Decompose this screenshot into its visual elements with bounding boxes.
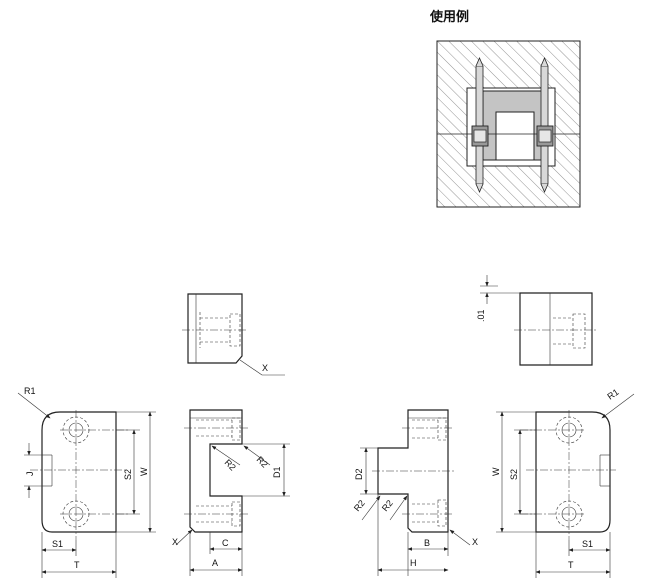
label-r2-b: R2 xyxy=(255,454,270,469)
label-t-left: T xyxy=(74,560,80,570)
label-s2-left: S2 xyxy=(123,469,133,480)
label-r1-left: R1 xyxy=(24,386,36,396)
label-s1-right: S1 xyxy=(582,539,593,549)
label-t-right: T xyxy=(568,560,574,570)
label-x-center-right: X xyxy=(472,537,478,547)
label-d1: D1 xyxy=(272,466,282,478)
label-x: X xyxy=(262,363,268,373)
front-view-left: R1 J S2 W S1 T xyxy=(17,386,156,578)
label-r2-a: R2 xyxy=(223,457,238,472)
label-tolerance: .01 xyxy=(476,309,486,322)
label-r1-right: R1 xyxy=(605,387,620,402)
usage-example-title: 使用例 xyxy=(430,10,470,25)
label-b: B xyxy=(424,538,430,548)
label-c: C xyxy=(222,538,229,548)
label-x-center-left: X xyxy=(172,537,178,547)
side-view-top-right: .01 xyxy=(476,275,598,366)
side-view-top-left: X xyxy=(182,293,285,376)
side-view-center-left: R2 R2 D1 X C A xyxy=(172,409,290,576)
label-s1-left: S1 xyxy=(52,539,63,549)
label-r2-c: R2 xyxy=(352,498,367,513)
side-view-center-right: D2 R2 R2 X B H xyxy=(352,409,478,576)
label-h: H xyxy=(410,558,417,568)
label-s2-right: S2 xyxy=(509,469,519,480)
label-j: J xyxy=(25,472,35,477)
label-d2: D2 xyxy=(354,468,364,480)
label-a: A xyxy=(212,558,218,568)
usage-example-figure xyxy=(436,40,581,208)
label-w-left: W xyxy=(139,467,149,476)
front-view-right: R1 S2 W S1 T xyxy=(491,387,635,578)
label-w-right: W xyxy=(491,467,501,476)
label-r2-d: R2 xyxy=(380,498,395,513)
